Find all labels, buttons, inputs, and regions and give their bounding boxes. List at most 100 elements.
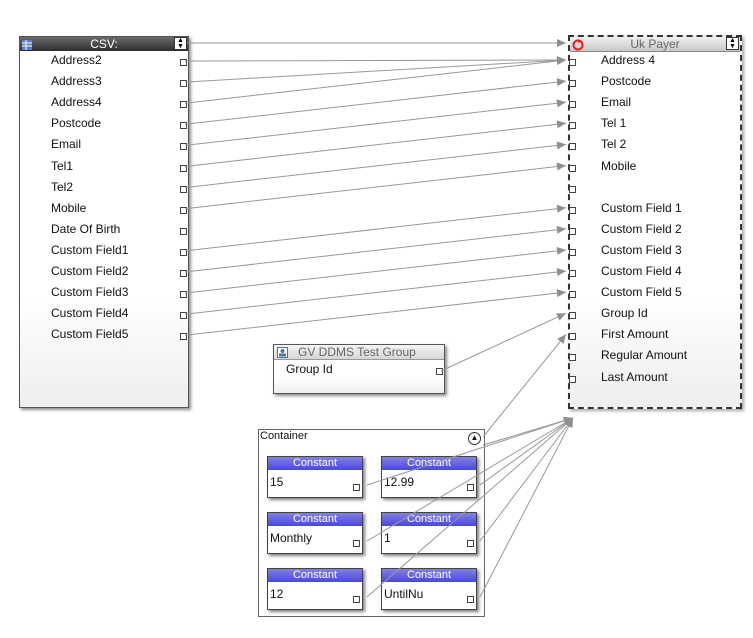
- output-port[interactable]: [353, 540, 360, 547]
- csv-field: Address4: [51, 95, 102, 110]
- connection-line: [184, 59, 567, 83]
- csv-field: Custom Field3: [51, 285, 129, 300]
- constant-header: Constant: [382, 569, 476, 582]
- ukpayer-field: Group Id: [601, 306, 648, 321]
- output-port[interactable]: [180, 122, 187, 130]
- ukpayer-field: Custom Field 4: [601, 264, 682, 278]
- ukpayer-field: Email: [601, 95, 632, 110]
- input-port[interactable]: [569, 122, 576, 130]
- input-port[interactable]: [569, 185, 576, 193]
- ukpayer-node-header[interactable]: Uk Payer ▲▼: [570, 37, 740, 52]
- input-port[interactable]: [569, 375, 576, 383]
- input-port[interactable]: [569, 143, 576, 151]
- output-port[interactable]: [180, 185, 187, 193]
- csv-field: Address2: [51, 53, 102, 67]
- input-port[interactable]: [569, 248, 576, 256]
- arrow-head: [563, 418, 573, 427]
- collapse-icon[interactable]: ▲: [468, 432, 481, 445]
- output-port[interactable]: [180, 80, 187, 88]
- output-port[interactable]: [436, 368, 443, 375]
- arrow-head: [556, 246, 566, 255]
- arrow-head: [557, 39, 566, 47]
- ukpayer-field: Postcode: [601, 74, 652, 89]
- ukpayer-field: Custom Field 2: [601, 221, 682, 236]
- group-node[interactable]: GV DDMS Test Group Group Id: [273, 344, 445, 394]
- arrow-head: [556, 268, 566, 276]
- csv-field: Custom Field1: [51, 242, 129, 257]
- input-port[interactable]: [569, 206, 576, 214]
- arrow-head: [556, 120, 566, 129]
- constant-node[interactable]: Constant 15: [267, 456, 363, 498]
- constant-value: 15: [270, 475, 284, 489]
- csv-node-header[interactable]: CSV: ▲▼: [20, 37, 188, 51]
- connection-line: [184, 228, 567, 273]
- input-port[interactable]: [569, 101, 576, 109]
- csv-field: Custom Field4: [51, 306, 129, 321]
- input-port[interactable]: [569, 80, 576, 88]
- connection-line: [482, 333, 567, 438]
- arrow-head: [556, 78, 566, 87]
- output-port[interactable]: [180, 101, 187, 109]
- output-port[interactable]: [180, 270, 187, 277]
- output-port[interactable]: [180, 333, 187, 341]
- connection-line: [482, 417, 574, 446]
- csv-field: Tel1: [51, 158, 74, 173]
- arrow-head: [563, 416, 573, 425]
- csv-field: Custom Field5: [51, 327, 129, 342]
- connection-line: [440, 312, 567, 372]
- connection-line: [479, 417, 574, 598]
- ukpayer-field: Custom Field 5: [601, 285, 682, 300]
- output-port[interactable]: [180, 291, 187, 299]
- ukpayer-field: Last Amount: [601, 369, 668, 384]
- output-port[interactable]: [180, 206, 187, 214]
- output-port[interactable]: [467, 596, 474, 603]
- connection-line: [184, 101, 567, 146]
- group-icon: [277, 347, 288, 358]
- input-port[interactable]: [569, 312, 576, 320]
- input-port[interactable]: [569, 354, 576, 362]
- output-port[interactable]: [467, 484, 474, 491]
- output-port[interactable]: [180, 143, 187, 151]
- input-port[interactable]: [569, 227, 576, 235]
- scroll-updown-icon[interactable]: ▲▼: [174, 37, 187, 50]
- arrow-head: [565, 418, 573, 428]
- csv-field: Address3: [51, 74, 102, 89]
- connection-line: [184, 59, 567, 62]
- input-port[interactable]: [569, 333, 576, 341]
- group-node-header[interactable]: GV DDMS Test Group: [274, 345, 444, 360]
- output-port[interactable]: [180, 59, 187, 66]
- constant-header: Constant: [382, 513, 476, 526]
- arrow-head: [556, 204, 566, 213]
- input-port[interactable]: [569, 164, 576, 172]
- input-port[interactable]: [569, 270, 576, 277]
- arrow-head: [563, 416, 573, 425]
- output-port[interactable]: [180, 248, 187, 256]
- csv-field: Date Of Birth: [51, 221, 121, 236]
- output-port[interactable]: [353, 484, 360, 491]
- input-port[interactable]: [569, 291, 576, 299]
- output-port[interactable]: [467, 540, 474, 547]
- connection-line: [184, 143, 567, 189]
- arrow-head: [556, 57, 566, 65]
- arrow-head: [556, 225, 566, 234]
- input-port[interactable]: [569, 59, 576, 66]
- constant-header: Constant: [268, 457, 362, 470]
- connection-line: [479, 417, 574, 486]
- constant-value: UntilNu: [384, 587, 424, 601]
- connection-line: [184, 207, 567, 252]
- arrow-head: [563, 418, 573, 427]
- output-port[interactable]: [180, 312, 187, 320]
- scroll-updown-icon[interactable]: ▲▼: [726, 37, 739, 50]
- output-port[interactable]: [180, 164, 187, 172]
- output-port[interactable]: [353, 596, 360, 603]
- output-port[interactable]: [180, 227, 187, 235]
- arrow-head: [556, 162, 566, 171]
